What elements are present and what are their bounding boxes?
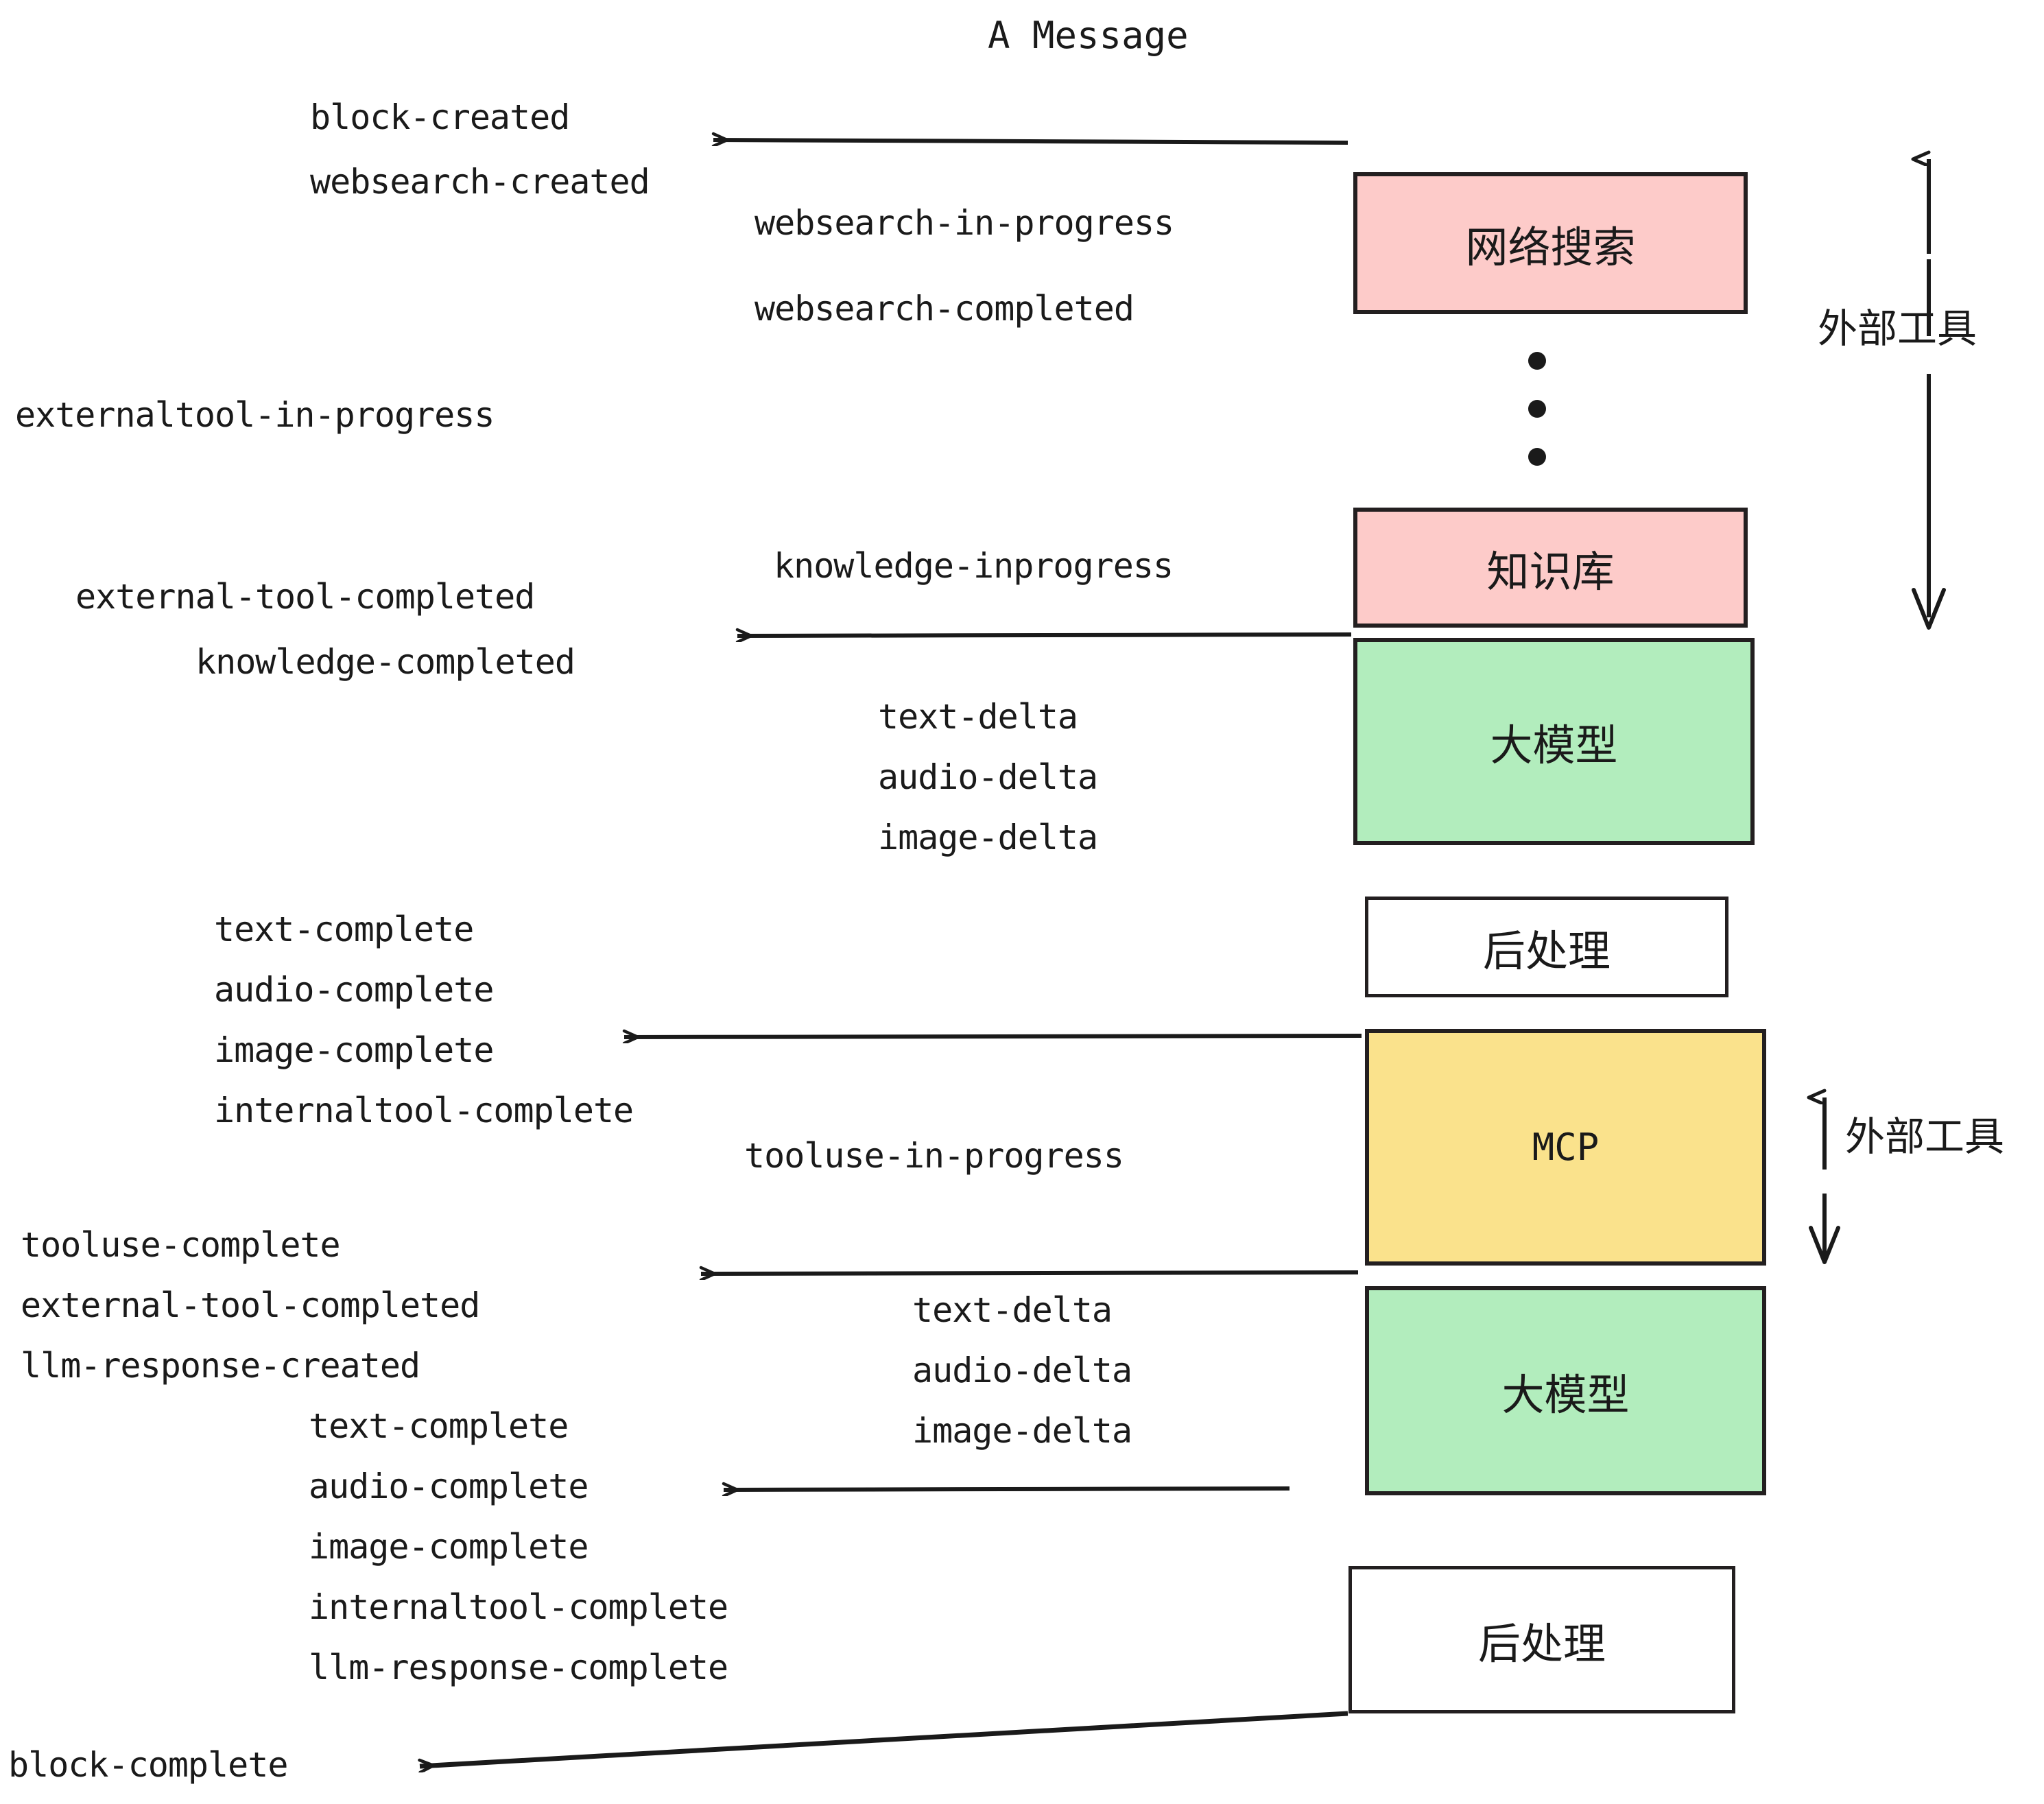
ellipsis-dot-2 — [1528, 400, 1546, 418]
arrow-postprocess-to-image-complete — [624, 1036, 1362, 1037]
node-knowledge[interactable]: 知识库 — [1353, 508, 1748, 628]
event-text-complete-1: text-complete — [214, 910, 474, 949]
event-websearch-created: websearch-created — [310, 162, 650, 202]
arrow-knowledge-completed — [737, 634, 1352, 636]
node-llm-1[interactable]: 大模型 — [1353, 638, 1755, 845]
event-image-delta-2: image-delta — [912, 1411, 1132, 1451]
arrow-external-tool-down-top — [1912, 588, 1946, 630]
event-tooluse-in-progress: tooluse-in-progress — [744, 1136, 1124, 1176]
event-websearch-completed: websearch-completed — [754, 289, 1134, 329]
event-audio-delta-2: audio-delta — [912, 1351, 1132, 1390]
side-label-external-tool-top: 外部工具 — [1818, 305, 1977, 352]
event-tooluse-complete: tooluse-complete — [21, 1225, 341, 1265]
event-knowledge-inprogress: knowledge-inprogress — [774, 546, 1174, 586]
event-block-created: block-created — [310, 97, 570, 137]
event-image-delta-1: image-delta — [878, 818, 1098, 857]
event-text-complete-2: text-complete — [309, 1406, 569, 1446]
event-block-complete: block-complete — [8, 1745, 288, 1785]
event-external-tool-completed-2: external-tool-completed — [21, 1285, 480, 1325]
event-external-tool-completed-1: external-tool-completed — [75, 577, 535, 617]
ellipsis-dot-3 — [1528, 448, 1546, 466]
node-llm-1-label: 大模型 — [1490, 720, 1618, 770]
node-llm-2-label: 大模型 — [1501, 1369, 1630, 1420]
node-websearch-label: 网络搜索 — [1465, 222, 1636, 272]
node-postprocess-2-label: 后处理 — [1477, 1618, 1606, 1669]
arrow-external-tool-down-bottom — [1809, 1226, 1840, 1264]
arrow-postprocess2-to-block-complete — [420, 1711, 1348, 1766]
page-title: A Message — [988, 14, 1189, 57]
node-mcp[interactable]: MCP — [1365, 1029, 1766, 1266]
event-audio-complete-2: audio-complete — [309, 1467, 589, 1506]
event-text-delta-2: text-delta — [912, 1290, 1113, 1330]
node-postprocess-1[interactable]: 后处理 — [1365, 897, 1728, 997]
arrow-llm2-to-audio-complete — [724, 1488, 1290, 1490]
node-llm-2[interactable]: 大模型 — [1365, 1286, 1766, 1495]
event-websearch-in-progress: websearch-in-progress — [754, 203, 1174, 243]
arrow-mcp-to-tooluse-complete — [701, 1272, 1359, 1274]
event-llm-response-created: llm-response-created — [21, 1346, 420, 1386]
event-llm-response-complete: llm-response-complete — [309, 1648, 728, 1687]
event-image-complete-1: image-complete — [214, 1030, 494, 1070]
event-image-complete-2: image-complete — [309, 1527, 589, 1567]
event-internaltool-complete-2: internaltool-complete — [309, 1587, 728, 1627]
node-mcp-label: MCP — [1532, 1126, 1600, 1169]
arrow-websearch-to-created — [713, 140, 1348, 143]
event-internaltool-complete-1: internaltool-complete — [214, 1091, 634, 1130]
event-knowledge-completed: knowledge-completed — [195, 642, 575, 682]
event-externaltool-in-progress: externaltool-in-progress — [15, 395, 495, 435]
node-postprocess-1-label: 后处理 — [1482, 925, 1611, 976]
node-postprocess-2[interactable]: 后处理 — [1348, 1566, 1735, 1713]
event-text-delta-1: text-delta — [878, 697, 1078, 737]
node-knowledge-label: 知识库 — [1486, 546, 1615, 597]
event-audio-delta-1: audio-delta — [878, 757, 1098, 797]
side-label-external-tool-bottom: 外部工具 — [1845, 1113, 2005, 1160]
node-websearch[interactable]: 网络搜索 — [1353, 172, 1748, 314]
event-audio-complete-1: audio-complete — [214, 970, 494, 1010]
ellipsis-dot-1 — [1528, 352, 1546, 370]
